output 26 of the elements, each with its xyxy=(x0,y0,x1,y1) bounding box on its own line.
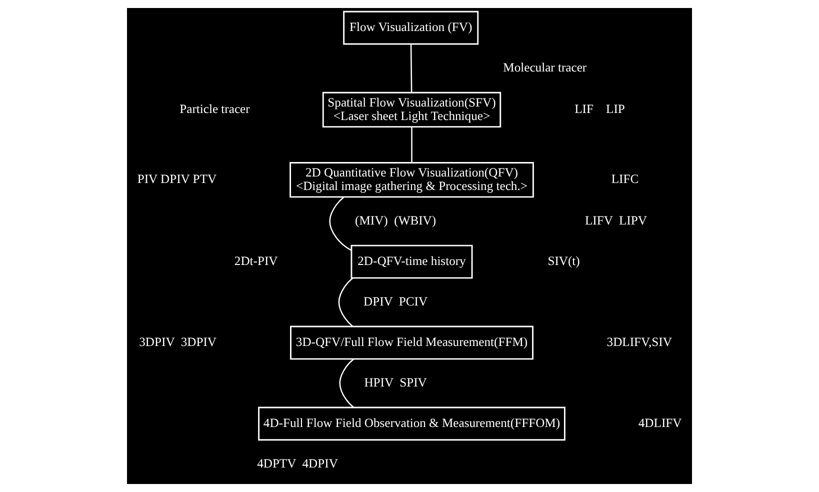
node-box: 3D-QFV/Full Flow Field Measurement(FFM) xyxy=(290,326,534,360)
label: 4DPTV 4DPIV xyxy=(257,456,338,470)
label: PIV DPIV PTV xyxy=(137,172,217,186)
node-box: 2D-QFV-time history xyxy=(350,244,473,279)
node-box: Spatital Flow Visualization(SFV) <Laser sheet Light Technique> xyxy=(322,92,502,128)
label: HPIV SPIV xyxy=(364,376,427,390)
connector xyxy=(411,126,412,163)
connector xyxy=(410,44,412,93)
node-box: Flow Visualization (FV) xyxy=(343,10,479,45)
label: Molecular tracer xyxy=(503,60,587,75)
node-box: 2D Quantitative Flow Visualization(QFV) <Digital image gathering & Processing tech.> xyxy=(290,162,534,198)
label: 3DPIV 3DPIV xyxy=(139,335,217,350)
label: DPIV PCIV xyxy=(364,294,428,309)
connector xyxy=(339,358,354,408)
node-box: 4D-Full Flow Field Observation & Measurement(FFFOM) xyxy=(258,406,566,441)
label: LIFV LIPV xyxy=(584,214,647,228)
label: LIFC xyxy=(611,172,639,186)
label: 2Dt-PIV xyxy=(234,254,278,268)
label: (MIV) (WBIV) xyxy=(355,214,436,228)
label: Particle tracer xyxy=(180,102,250,116)
label: 3DLIFV,SIV xyxy=(606,335,672,350)
label: SIV(t) xyxy=(548,254,580,268)
connector xyxy=(338,278,354,327)
label: 4DLIFV xyxy=(638,416,682,430)
label: LIF LIP xyxy=(574,102,625,116)
connector xyxy=(329,196,352,251)
